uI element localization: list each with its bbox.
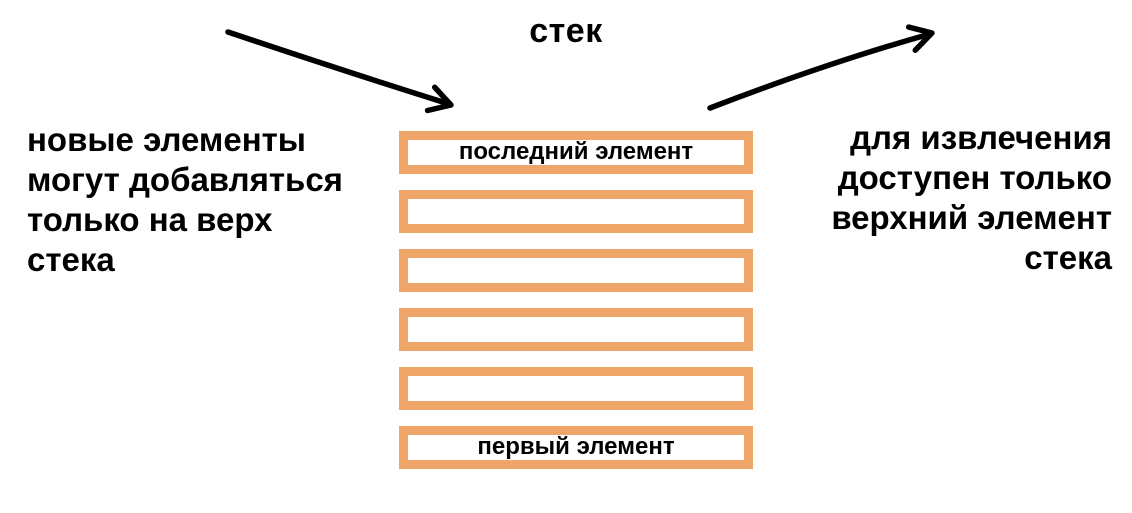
- stack-item-label: последний элемент: [458, 137, 694, 165]
- stack-item-top: последний элемент: [399, 131, 753, 174]
- stack-container: последний элемент первый элемент: [399, 131, 753, 469]
- stack-item-label: первый элемент: [477, 432, 675, 460]
- diagram-title: стек: [529, 12, 603, 50]
- push-note: новые элементы могут добавляться только …: [27, 121, 343, 278]
- stack-item-5: [399, 367, 753, 410]
- stack-item-bottom: первый элемент: [399, 426, 753, 469]
- stack-item-2: [399, 190, 753, 233]
- stack-item-4: [399, 308, 753, 351]
- stack-item-3: [399, 249, 753, 292]
- pop-note: для извлечения доступен только верхний э…: [831, 119, 1112, 276]
